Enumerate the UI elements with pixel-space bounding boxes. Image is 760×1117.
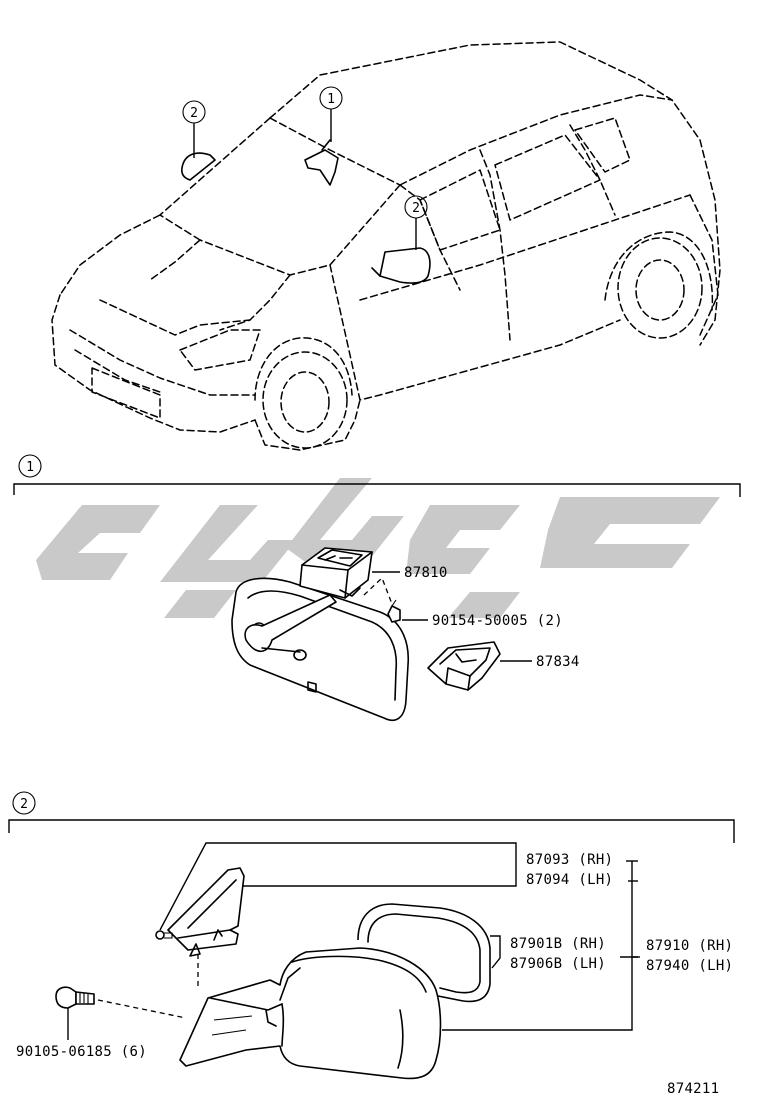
- outer-mirror-assembly: [179, 947, 442, 1080]
- inner-rear-view-mirror: [231, 577, 410, 722]
- screw-90154: [363, 576, 401, 623]
- mirror-glass: [357, 903, 491, 1003]
- part-87940-lh: 87940 (LH): [646, 958, 733, 974]
- vehicle-outline: [51, 41, 721, 451]
- part-87901b-rh: 87901B (RH): [510, 936, 606, 952]
- part-87094-lh: 87094 (LH): [526, 872, 613, 888]
- callout-2-right: 2: [404, 195, 428, 250]
- part-90154-50005: 90154-50005 (2): [432, 613, 563, 629]
- svg-text:1: 1: [327, 92, 335, 107]
- section-1-header: 1: [13, 454, 741, 497]
- svg-text:2: 2: [190, 106, 198, 121]
- part-87910-rh: 87910 (RH): [646, 938, 733, 954]
- svg-text:2: 2: [20, 797, 28, 812]
- svg-text:1: 1: [26, 460, 34, 475]
- cover-87834: [427, 641, 501, 691]
- figure-number: 874211: [667, 1081, 719, 1097]
- bolt-90105: [55, 986, 95, 1009]
- mirror-cover-plate: [155, 867, 245, 957]
- svg-text:2: 2: [412, 201, 420, 216]
- section-2-header: 2: [8, 791, 735, 843]
- watermark-logo: [36, 478, 720, 618]
- part-87834: 87834: [536, 654, 580, 670]
- mirror-stay-87810: [299, 547, 373, 599]
- part-87906b-lh: 87906B (LH): [510, 956, 606, 972]
- part-90105-06185: 90105-06185 (6): [16, 1044, 147, 1060]
- part-87093-rh: 87093 (RH): [526, 852, 613, 868]
- callout-2-left: 2: [182, 100, 206, 158]
- callout-1: 1: [319, 86, 343, 142]
- part-87810: 87810: [404, 565, 448, 581]
